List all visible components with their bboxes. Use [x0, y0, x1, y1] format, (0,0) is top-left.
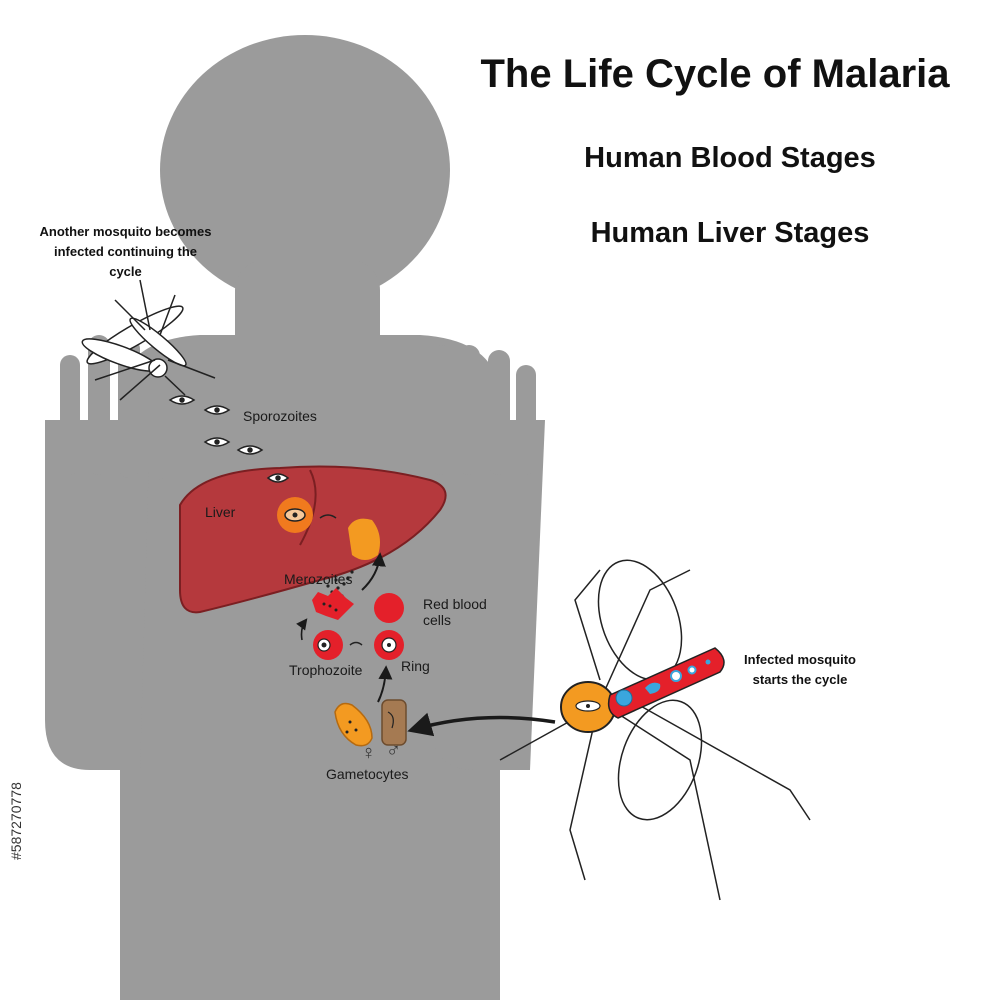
infected-mosquito-note: Infected mosquito starts the cycle [730, 650, 870, 690]
ring-label: Ring [401, 658, 430, 674]
subtitle-liver-stages: Human Liver Stages [510, 217, 950, 250]
female-symbol: ♀ [361, 742, 376, 765]
liver-label: Liver [205, 504, 235, 520]
infected-mosquito-icon [500, 549, 810, 900]
merozoites-label: Merozoites [284, 571, 352, 587]
page-title: The Life Cycle of Malaria [430, 52, 1000, 97]
subtitle-blood-stages: Human Blood Stages [510, 142, 950, 175]
red-blood-cells-label: Red blood cells [423, 596, 503, 628]
male-symbol: ♂ [386, 740, 401, 763]
trophozoite-label: Trophozoite [289, 662, 362, 678]
sporozoites-label: Sporozoites [243, 408, 317, 424]
stock-id-label: #587270778 [8, 782, 24, 860]
gametocytes-label: Gametocytes [326, 766, 408, 782]
another-mosquito-note: Another mosquito becomes infected contin… [38, 222, 213, 282]
